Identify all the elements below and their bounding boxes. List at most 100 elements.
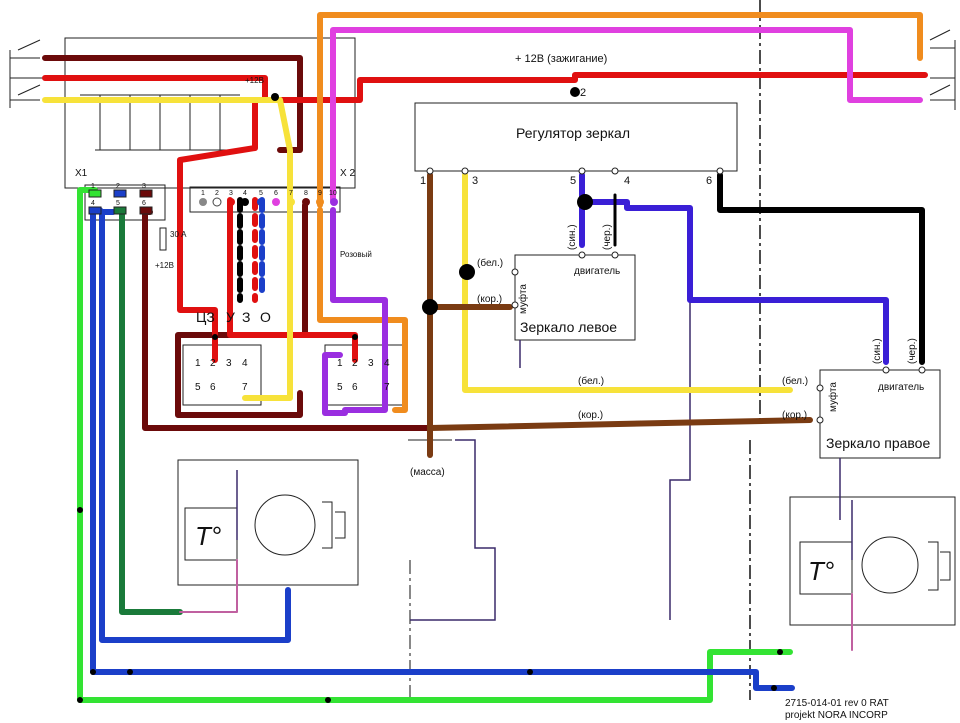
- motor-block-right: [789, 496, 956, 626]
- left-switches: [10, 39, 60, 101]
- outline-group: [9, 29, 956, 626]
- svg-text:4: 4: [384, 358, 390, 369]
- right-kor-label: (кор.): [782, 410, 807, 421]
- svg-text:О: О: [260, 309, 271, 325]
- wire-red-fuse: [177, 97, 258, 363]
- credit-line-2: projekt NORA INCORP: [785, 710, 888, 721]
- x2-label: X 2: [340, 168, 355, 179]
- plus12-fuse-label: +12В: [155, 261, 174, 270]
- reg-pin-4: 4: [624, 175, 630, 187]
- svg-text:5: 5: [116, 200, 120, 207]
- svg-text:1: 1: [195, 358, 201, 369]
- wire-brown-right: [427, 417, 813, 431]
- svg-text:З: З: [242, 309, 250, 325]
- ignition-pin-label: 2: [580, 87, 586, 99]
- svg-text:4: 4: [243, 190, 247, 197]
- wire-magenta: [330, 27, 923, 203]
- svg-text:5: 5: [259, 190, 263, 197]
- plus12-top-label: +12В: [245, 76, 264, 85]
- fuse-label: 30 А: [170, 230, 187, 239]
- credit-line-1: 2715-014-01 rev 0 RAT: [785, 698, 889, 709]
- svg-text:3: 3: [368, 358, 374, 369]
- right-mirror-box: [819, 369, 941, 459]
- reg-pin-5: 5: [570, 175, 576, 187]
- magnet-left: [322, 501, 346, 549]
- reg-pin-3: 3: [472, 175, 478, 187]
- rozoviy-label: Розовый: [340, 250, 372, 259]
- left-motor-label: двигатель: [574, 266, 620, 277]
- wire-maroon-top: [42, 55, 303, 153]
- junctions: [77, 87, 783, 703]
- svg-text:9: 9: [318, 190, 322, 197]
- fuse: [159, 227, 167, 251]
- svg-text:У: У: [226, 309, 235, 325]
- motor-block-left: [177, 459, 359, 586]
- ignition-label: + 12В (зажигание): [515, 53, 607, 65]
- color-wires: [42, 12, 928, 703]
- wire-red-top: [42, 72, 928, 103]
- x2-pins-circles: [199, 197, 338, 207]
- svg-text:7: 7: [384, 382, 390, 393]
- svg-text:3: 3: [229, 190, 233, 197]
- reg-terminals: [426, 167, 926, 424]
- thermo-right: [799, 541, 853, 595]
- left-sin-label: (син.): [567, 224, 578, 250]
- svg-text:8: 8: [304, 190, 308, 197]
- svg-text:3: 3: [226, 358, 232, 369]
- x1-pins-boxes: [88, 189, 153, 215]
- svg-text:2: 2: [116, 183, 120, 190]
- svg-text:6: 6: [274, 190, 278, 197]
- function-labels: ЦЗ У З О: [196, 309, 271, 325]
- svg-text:4: 4: [242, 358, 248, 369]
- mid-bel-label: (бел.): [578, 375, 604, 387]
- massa-label: (масса): [410, 467, 445, 478]
- reg-pin-1: 1: [420, 175, 426, 187]
- reg-pin-6: 6: [706, 175, 712, 187]
- svg-text:5: 5: [195, 382, 201, 393]
- right-switches: [929, 29, 956, 110]
- svg-text:2: 2: [215, 190, 219, 197]
- x2-pin-numbers: 1 2 3 4 5 6 7 8 9 10: [201, 190, 337, 197]
- thermo-symbol-left: T°: [195, 521, 221, 551]
- x2-connector: [189, 186, 341, 213]
- right-mirror-title: Зеркало правое: [826, 435, 930, 451]
- wire-yellow-right: [462, 172, 793, 393]
- svg-text:1: 1: [337, 358, 343, 369]
- relay-right-pins: 1 2 3 4 5 6 7: [337, 358, 390, 393]
- right-mufta-label: муфта: [827, 382, 839, 412]
- svg-text:6: 6: [210, 382, 216, 393]
- svg-text:6: 6: [142, 200, 146, 207]
- x1-label: X1: [75, 168, 88, 179]
- regulator-title: Регулятор зеркал: [516, 125, 630, 141]
- svg-text:4: 4: [91, 200, 95, 207]
- svg-text:6: 6: [352, 382, 358, 393]
- wire-blue-inner: [99, 209, 291, 643]
- wire-green: [77, 187, 793, 703]
- left-bel-label: (бел.): [477, 257, 503, 269]
- svg-text:7: 7: [242, 382, 248, 393]
- svg-text:ЦЗ: ЦЗ: [196, 309, 215, 325]
- magnet-right: [928, 541, 951, 591]
- svg-text:1: 1: [201, 190, 205, 197]
- relay-left-pins: 1 2 3 4 5 6 7: [195, 358, 248, 393]
- right-bel-label: (бел.): [782, 375, 808, 387]
- wire-indigo: [579, 172, 889, 365]
- switch-internal: [80, 94, 240, 151]
- divider-line: [749, 0, 761, 700]
- relay-left: [182, 344, 262, 406]
- x1-pin-numbers: 1 2 3 4 5 6: [91, 183, 146, 207]
- wire-purple-relay: [330, 207, 388, 413]
- left-kor-label: (кор.): [477, 294, 502, 305]
- regulator-box: [414, 102, 738, 172]
- right-motor-label: двигатель: [878, 382, 924, 393]
- wire-orange: [317, 12, 923, 208]
- svg-text:2: 2: [352, 358, 358, 369]
- left-mirror-box: [514, 254, 636, 341]
- svg-text:10: 10: [329, 190, 337, 197]
- motor-right: [861, 536, 919, 594]
- wire-purple-box: [322, 352, 348, 416]
- left-mirror-title: Зеркало левое: [520, 319, 617, 335]
- mid-kor-label: (кор.): [578, 410, 603, 421]
